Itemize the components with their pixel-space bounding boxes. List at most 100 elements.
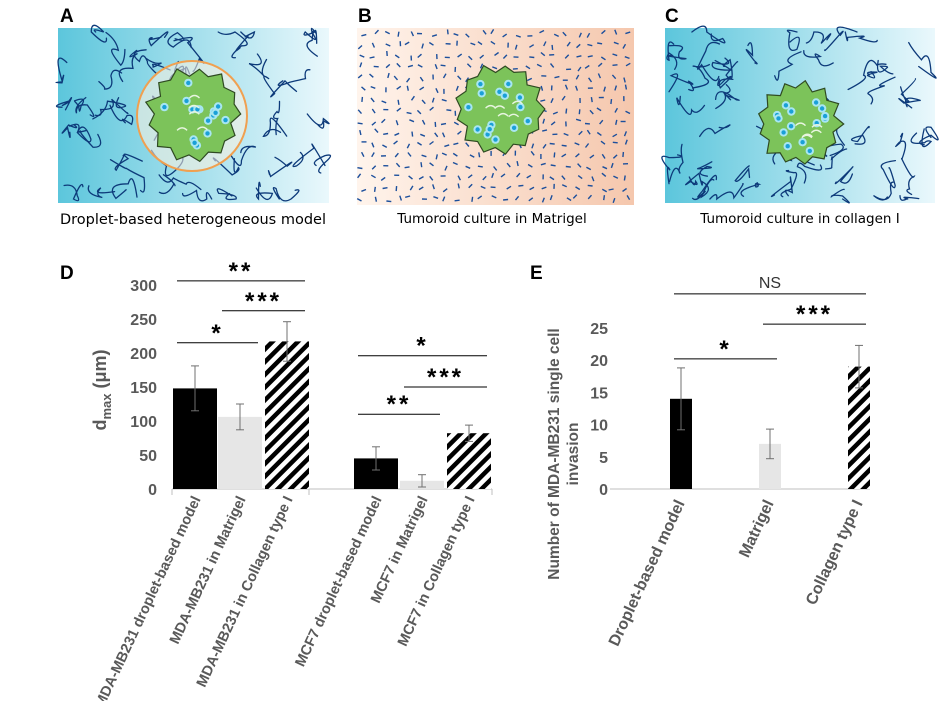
panel-c-illustration: [661, 25, 939, 204]
collagen-fiber: [94, 98, 129, 117]
cell-nucleus: [215, 104, 221, 109]
collagen-fiber: [691, 174, 718, 201]
matrigel-dash: [396, 62, 401, 68]
cell-nucleus: [525, 118, 530, 124]
matrigel-dash: [528, 197, 534, 202]
matrigel-dash: [623, 131, 628, 137]
matrigel-dash: [370, 85, 376, 89]
collagen-fiber: [873, 181, 894, 201]
collagen-fiber: [847, 59, 887, 91]
matrigel-dash: [433, 196, 439, 199]
matrigel-dash: [421, 43, 424, 49]
matrigel-dash: [369, 73, 374, 78]
collagen-fiber: [667, 44, 687, 60]
chart-e-y-tick-label: 10: [590, 418, 608, 435]
panel-a-caption: Droplet-based heterogeneous model: [60, 212, 326, 228]
matrigel-dash: [442, 73, 447, 79]
matrigel-dash: [623, 77, 626, 83]
matrigel-dash: [406, 111, 412, 115]
matrigel-dash: [406, 77, 411, 83]
cell-nucleus: [479, 91, 484, 96]
matrigel-dash: [491, 172, 495, 179]
matrigel-dash: [572, 194, 578, 199]
matrigel-dash: [540, 162, 546, 166]
chart-d-y-tick-label: 150: [130, 380, 157, 397]
chart-d-significance-label: *: [211, 320, 223, 347]
matrigel-dash: [586, 166, 592, 171]
collagen-fiber: [780, 169, 798, 198]
matrigel-dash: [396, 85, 402, 90]
matrigel-dash: [540, 51, 546, 57]
matrigel-dash: [371, 121, 377, 126]
chart-d-category-label: MDA-MB231 in Collagen type I: [194, 494, 297, 690]
collagen-fiber: [229, 145, 257, 167]
cell-nucleus: [518, 104, 523, 110]
collagen-fiber: [77, 129, 102, 148]
matrigel-dash: [542, 143, 547, 149]
collagen-fiber: [181, 189, 213, 202]
cell-nucleus: [466, 105, 471, 110]
matrigel-dash: [471, 196, 474, 202]
matrigel-dash: [577, 175, 583, 180]
matrigel-dash: [453, 33, 459, 36]
cell-nucleus: [789, 109, 794, 114]
matrigel-dash: [615, 119, 618, 125]
matrigel-dash: [587, 43, 593, 47]
matrigel-dash: [506, 185, 512, 190]
panel-b-caption: Tumoroid culture in Matrigel: [396, 211, 586, 227]
collagen-fiber: [830, 188, 850, 204]
matrigel-dash: [441, 98, 447, 102]
matrigel-dash: [468, 183, 473, 189]
collagen-fiber: [676, 95, 706, 115]
cell-nucleus: [485, 132, 490, 137]
matrigel-dash: [416, 109, 422, 115]
collagen-fiber: [255, 181, 274, 201]
matrigel-dash: [394, 54, 400, 59]
collagen-fiber: [770, 176, 794, 198]
matrigel-dash: [477, 41, 483, 46]
collagen-fiber: [133, 49, 158, 75]
matrigel-dash: [561, 175, 566, 180]
matrigel-dash: [614, 85, 618, 91]
matrigel-dash: [407, 64, 414, 68]
cell-nucleus: [819, 106, 825, 111]
matrigel-dash: [516, 160, 519, 167]
matrigel-dash: [493, 166, 498, 171]
matrigel-dash: [525, 65, 531, 70]
collagen-fiber: [900, 157, 916, 196]
matrigel-dash: [612, 197, 616, 204]
matrigel-dash: [601, 29, 606, 35]
collagen-fiber: [92, 97, 127, 120]
matrigel-dash: [410, 95, 415, 101]
matrigel-dash: [387, 72, 390, 79]
matrigel-dash: [586, 129, 591, 135]
matrigel-dash: [435, 88, 439, 94]
matrigel-dash: [549, 63, 555, 68]
collagen-fiber: [75, 96, 95, 118]
collagen-fiber: [824, 26, 858, 52]
matrigel-dash: [516, 172, 521, 178]
matrigel-dash: [614, 29, 618, 35]
matrigel-dash: [490, 40, 496, 45]
collagen-fiber: [148, 31, 169, 47]
matrigel-dash: [578, 32, 582, 38]
cell-nucleus: [223, 117, 228, 123]
chart-d-significance-label: **: [229, 258, 254, 285]
matrigel-dash: [441, 132, 446, 138]
matrigel-dash: [622, 151, 625, 158]
collagen-fiber: [908, 41, 937, 79]
matrigel-dash: [373, 186, 376, 192]
panel-b-tumoroid: [455, 64, 546, 155]
matrigel-dash: [492, 66, 498, 70]
collagen-fiber: [158, 173, 176, 195]
matrigel-dash: [399, 195, 403, 201]
matrigel-dash: [541, 197, 545, 203]
collagen-fiber: [698, 173, 715, 199]
cell-boundary: [511, 100, 523, 105]
matrigel-dash: [428, 41, 434, 46]
matrigel-dash: [383, 132, 389, 135]
matrigel-dash: [586, 32, 591, 38]
collagen-fiber: [55, 57, 68, 84]
chart-e-y-tick-label: 0: [599, 482, 608, 499]
matrigel-dash: [429, 140, 434, 146]
